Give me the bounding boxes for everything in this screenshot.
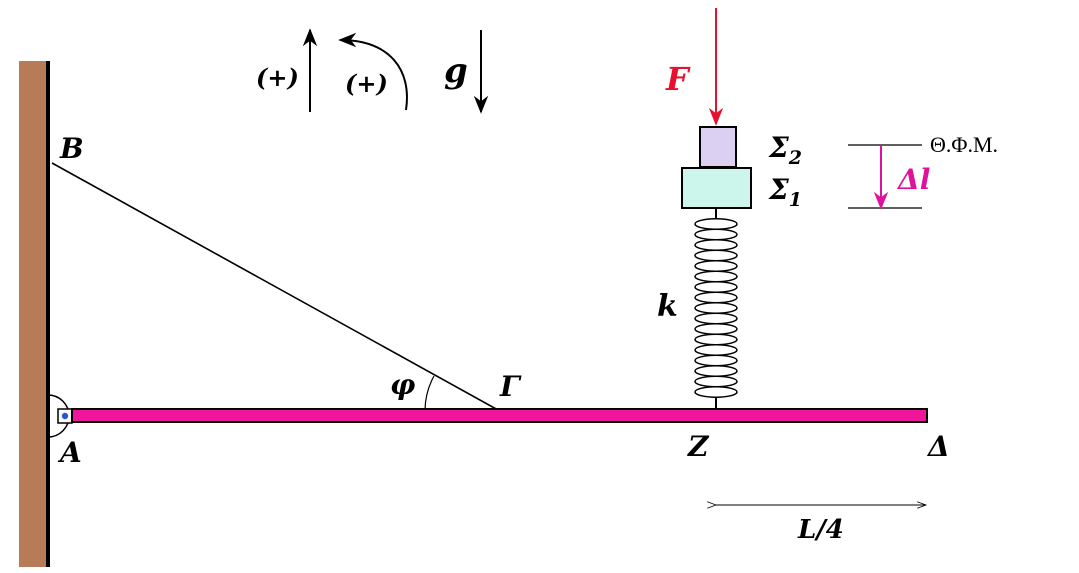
quarter-length-label: L/4 xyxy=(797,515,844,545)
rotation-positive-arrow xyxy=(338,32,408,111)
spring-coil xyxy=(694,291,738,304)
force-label: F xyxy=(665,60,691,98)
spring-coil xyxy=(694,365,738,377)
angle-arc xyxy=(424,375,435,411)
sigma1-subscript: 1 xyxy=(789,189,802,211)
sigma1-label: Σ1 xyxy=(768,173,802,211)
spring-coil xyxy=(694,312,738,325)
sign-rotation-label: (+) xyxy=(345,69,388,98)
angle-phi-label: φ xyxy=(390,368,416,401)
hinge-pin xyxy=(61,412,69,420)
block-sigma2 xyxy=(699,126,737,168)
sigma2-subscript: 2 xyxy=(788,147,802,169)
sign-linear-label: (+) xyxy=(256,63,299,92)
spring-coil xyxy=(694,375,738,388)
spring-coil xyxy=(694,344,738,356)
spring-coil xyxy=(694,354,738,367)
spring-coil xyxy=(694,270,738,283)
spring-coil xyxy=(694,249,738,262)
point-z-label: Z xyxy=(687,430,710,463)
sigma2-symbol: Σ xyxy=(768,131,789,164)
wall xyxy=(19,61,47,567)
gravity-label: g xyxy=(444,51,468,91)
delta-l-label: Δl xyxy=(896,163,930,196)
spring xyxy=(694,218,738,398)
rope-bg xyxy=(51,162,499,411)
spring-coil xyxy=(694,333,738,346)
block-sigma1 xyxy=(681,167,752,209)
spring-coil xyxy=(694,260,738,272)
spring-coil xyxy=(694,281,738,293)
spring-coil xyxy=(694,228,738,241)
spring-coil xyxy=(694,323,738,335)
sigma1-symbol: Σ xyxy=(768,173,789,206)
spring-coil xyxy=(694,218,738,230)
point-gamma-label: Γ xyxy=(499,370,522,403)
point-delta-label: Δ xyxy=(926,430,950,463)
point-b-label: B xyxy=(59,132,84,165)
sigma2-label: Σ2 xyxy=(768,131,802,169)
spring-coil xyxy=(694,302,738,314)
spring-coil xyxy=(694,386,738,398)
equilibrium-label: Θ.Φ.Μ. xyxy=(930,132,998,157)
spring-k-label: k xyxy=(657,289,678,324)
spring-coil xyxy=(694,239,738,251)
rod xyxy=(71,408,928,423)
point-a-label: A xyxy=(57,436,82,469)
